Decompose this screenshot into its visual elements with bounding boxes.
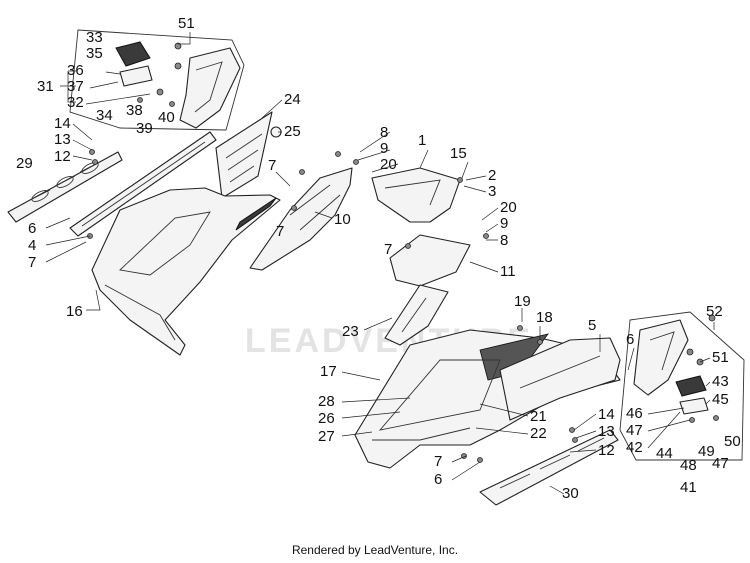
left-frame-rail (69, 131, 217, 237)
callout-31: 31 (37, 78, 54, 95)
leader-lines (45, 32, 715, 495)
callout-15: 15 (450, 145, 467, 162)
center-bracket (249, 167, 353, 271)
callout-36: 36 (67, 62, 84, 79)
callout-13-left: 13 (54, 131, 71, 148)
callout-19: 19 (514, 293, 531, 310)
callout-labels: 51 33 35 36 31 37 32 34 38 39 40 24 25 1… (16, 15, 741, 502)
callout-18: 18 (536, 309, 553, 326)
right-frame-rail (499, 337, 621, 421)
callout-7-top: 7 (268, 157, 276, 174)
callout-17: 17 (320, 363, 337, 380)
callout-20-top: 20 (380, 156, 397, 173)
callout-52: 52 (706, 303, 723, 320)
grille-panel (215, 111, 282, 199)
callout-13-right: 13 (598, 423, 615, 440)
callout-28: 28 (318, 393, 335, 410)
rear-left-bracket-assembly (69, 29, 245, 131)
callout-16: 16 (66, 303, 83, 320)
callout-47-left: 47 (626, 422, 643, 439)
callout-51-right: 51 (712, 349, 729, 366)
callout-39: 39 (136, 120, 153, 137)
callout-22: 22 (530, 425, 547, 442)
loose-fasteners (87, 149, 578, 463)
footer-credit: Rendered by LeadVenture, Inc. (291, 543, 459, 557)
callout-47-right: 47 (712, 455, 729, 472)
callout-25: 25 (284, 123, 301, 140)
callout-42: 42 (626, 439, 643, 456)
callout-7-left: 7 (28, 254, 36, 271)
callout-48: 48 (680, 457, 697, 474)
callout-23: 23 (342, 323, 359, 340)
upper-center-cover (371, 167, 463, 223)
callout-41: 41 (680, 479, 697, 496)
callout-50: 50 (724, 433, 741, 450)
callout-32: 32 (67, 94, 84, 111)
callout-7-mid: 7 (276, 223, 284, 240)
right-footrest-trim (479, 429, 619, 506)
left-side-body-panel (91, 187, 281, 356)
callout-33: 33 (86, 29, 103, 46)
callout-11: 11 (500, 263, 516, 280)
callout-26: 26 (318, 410, 335, 427)
callout-46: 46 (626, 405, 643, 422)
callout-9-top: 9 (380, 140, 388, 157)
callout-14-left: 14 (54, 115, 71, 132)
callout-7-center: 7 (384, 241, 392, 258)
callout-7-bottom: 7 (434, 453, 442, 470)
rear-right-bracket-assembly (619, 311, 745, 461)
callout-6-right-top: 6 (626, 331, 634, 348)
callout-14-right: 14 (598, 406, 615, 423)
callout-29: 29 (16, 155, 33, 172)
callout-5: 5 (588, 317, 596, 334)
callout-45: 45 (712, 391, 729, 408)
callout-38: 38 (126, 102, 143, 119)
callout-9-mid: 9 (500, 215, 508, 232)
callout-43: 43 (712, 373, 729, 390)
callout-1: 1 (418, 132, 426, 149)
callout-21: 21 (530, 408, 547, 425)
callout-27: 27 (318, 428, 335, 445)
callout-6-left: 6 (28, 220, 36, 237)
callout-3: 3 (488, 183, 496, 200)
callout-24: 24 (284, 91, 301, 108)
callout-8-mid: 8 (500, 232, 508, 249)
callout-12-right: 12 (598, 442, 615, 459)
callout-6-bottom: 6 (434, 471, 442, 488)
callout-2: 2 (488, 167, 496, 184)
callout-20-mid: 20 (500, 199, 517, 216)
callout-49: 49 (698, 443, 715, 460)
callout-37: 37 (67, 78, 84, 95)
callout-4: 4 (28, 237, 36, 254)
callout-30: 30 (562, 485, 579, 502)
callout-40: 40 (158, 109, 175, 126)
callout-51: 51 (178, 15, 195, 32)
callout-10: 10 (334, 211, 351, 228)
callout-12-left: 12 (54, 148, 71, 165)
callout-34: 34 (96, 107, 113, 124)
callout-8-top: 8 (380, 124, 388, 141)
callout-35: 35 (86, 45, 103, 62)
callout-44: 44 (656, 445, 673, 462)
